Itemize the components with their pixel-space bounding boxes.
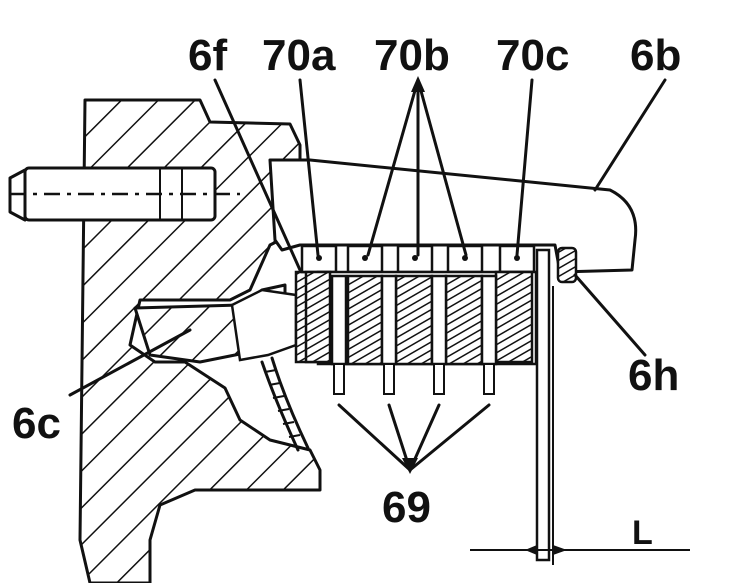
guide-pin <box>8 166 240 222</box>
clutch-plate-pack <box>304 270 538 366</box>
label-6f: 6f <box>188 31 227 80</box>
label-L: L <box>632 514 653 552</box>
clutch-drum <box>268 158 638 274</box>
label-6b: 6b <box>630 31 681 80</box>
end-plate <box>535 248 551 562</box>
label-6h: 6h <box>628 351 679 400</box>
steel-plate-tabs <box>300 244 536 274</box>
friction-disc-tabs <box>333 363 495 395</box>
clearance-dimension <box>470 286 690 565</box>
snap-ring <box>556 246 578 284</box>
label-6c: 6c <box>12 399 61 448</box>
label-70c: 70c <box>496 31 569 80</box>
leader-arrowheads <box>402 76 425 474</box>
label-70a: 70a <box>262 31 336 80</box>
return-spring <box>260 356 310 452</box>
label-70b: 70b <box>374 31 450 80</box>
label-69: 69 <box>382 483 431 532</box>
piston-seal <box>230 288 298 362</box>
